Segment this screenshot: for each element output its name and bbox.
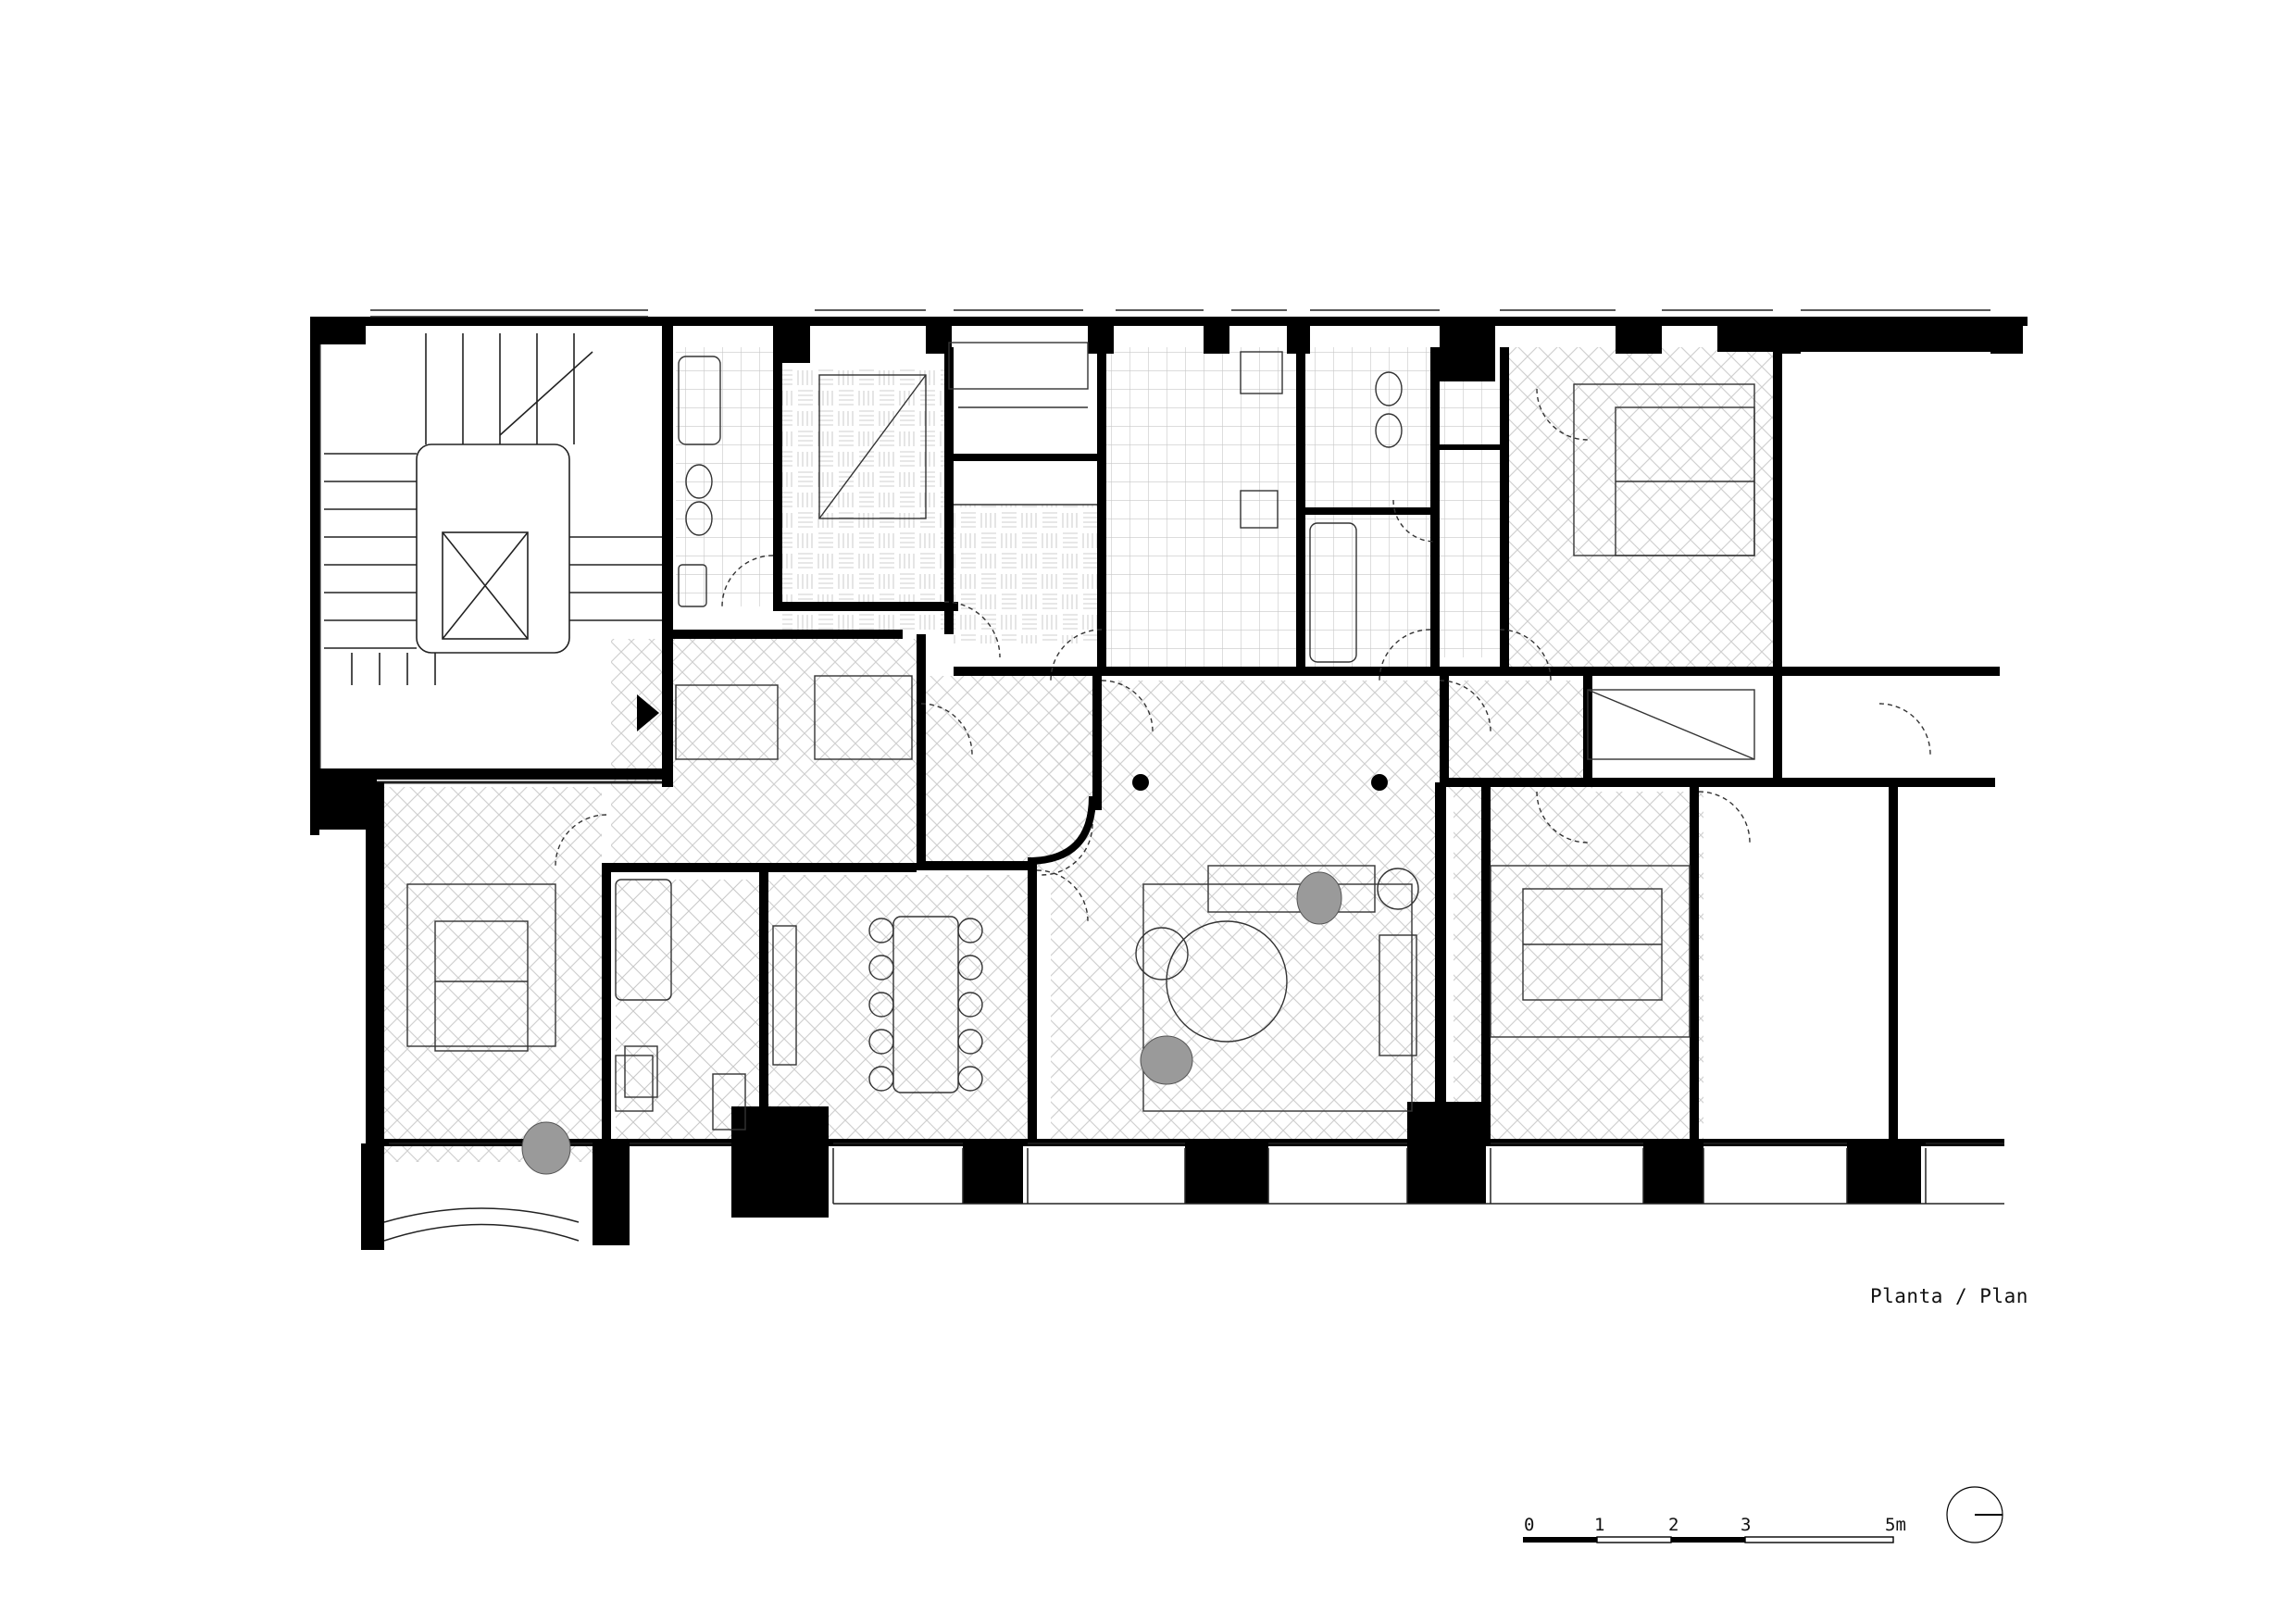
- scale-label-0: 0: [1524, 1515, 1535, 1535]
- scale-label-5m: 5m: [1885, 1515, 1906, 1535]
- human-figures: [521, 871, 1342, 1175]
- scale-label-2: 2: [1668, 1515, 1679, 1535]
- door-swings: [555, 388, 1931, 922]
- entrance-arrow-icon: [637, 694, 659, 731]
- scale-label-1: 1: [1594, 1515, 1605, 1535]
- floor-finishes: [384, 347, 1778, 1162]
- walls: [310, 317, 2028, 1250]
- plan-caption: Planta / Plan: [1870, 1285, 2028, 1307]
- north-arrow-icon: [1946, 1486, 2003, 1543]
- scale-bar: [1523, 1536, 1894, 1543]
- furniture: [406, 342, 1755, 1131]
- facade-windows: [370, 309, 2004, 1242]
- curved-hall-wall: [1027, 795, 1096, 865]
- scale-label-3: 3: [1741, 1515, 1752, 1535]
